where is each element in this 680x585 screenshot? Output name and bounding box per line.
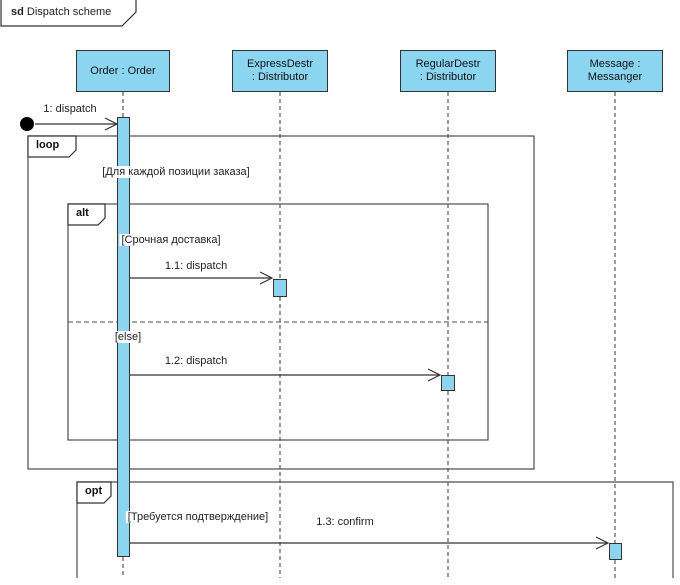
lifeline-head-message[interactable]: Message : Messanger — [567, 50, 663, 92]
lifeline-head-expressdestr[interactable]: ExpressDestr : Distributor — [232, 50, 328, 92]
lifeline-head-message-line1: Message : — [589, 58, 641, 70]
frame-name: Dispatch scheme — [26, 6, 112, 18]
message-1-label[interactable]: 1: dispatch — [43, 103, 97, 115]
lifeline-head-message-line2: Messanger — [587, 71, 643, 83]
lifeline-head-expressdestr-line2: : Distributor — [251, 71, 309, 83]
message-1-2-arrowhead — [427, 368, 442, 382]
message-1-2-label[interactable]: 1.2: dispatch — [164, 355, 228, 367]
alt-operator-label: alt — [76, 207, 89, 219]
message-1-3-label[interactable]: 1.3: confirm — [316, 516, 374, 528]
lifeline-head-regulardestr[interactable]: RegularDestr : Distributor — [400, 50, 496, 92]
found-message-endpoint[interactable] — [20, 117, 34, 131]
frame-label-pentagon — [0, 0, 137, 27]
activation-expressdestr[interactable] — [273, 279, 287, 297]
opt-fragment-border[interactable] — [76, 481, 674, 578]
loop-operator-label: loop — [36, 139, 60, 151]
loop-fragment-border[interactable] — [27, 135, 535, 470]
loop-operator-pentagon[interactable] — [27, 135, 77, 158]
alt-guard-if: [Срочная доставка] — [119, 234, 223, 246]
lifeline-head-regulardestr-line1: RegularDestr — [415, 58, 481, 70]
message-1-1-arrowhead — [259, 271, 274, 285]
activation-message[interactable] — [609, 543, 622, 560]
lifeline-head-order-line1: Order : Order — [90, 64, 156, 77]
lifeline-head-order[interactable]: Order : Order — [76, 50, 170, 92]
alt-operator-pentagon[interactable] — [67, 203, 106, 226]
lifeline-head-expressdestr-line1: ExpressDestr — [246, 58, 314, 70]
loop-guard: [Для каждой позиции заказа] — [100, 166, 252, 178]
frame-keyword: sd — [11, 6, 24, 18]
alt-guard-else: [else] — [112, 331, 144, 343]
message-1-3-arrowhead — [595, 536, 610, 550]
activation-regulardestr[interactable] — [441, 375, 455, 391]
opt-operator-pentagon[interactable] — [76, 481, 112, 504]
frame-title: sd Dispatch scheme — [11, 6, 111, 18]
message-1-1-label[interactable]: 1.1: dispatch — [164, 260, 228, 272]
lifeline-head-regulardestr-line2: : Distributor — [419, 71, 477, 83]
opt-guard: [Требуется подтверждение] — [125, 511, 271, 523]
opt-operator-label: opt — [85, 485, 103, 497]
